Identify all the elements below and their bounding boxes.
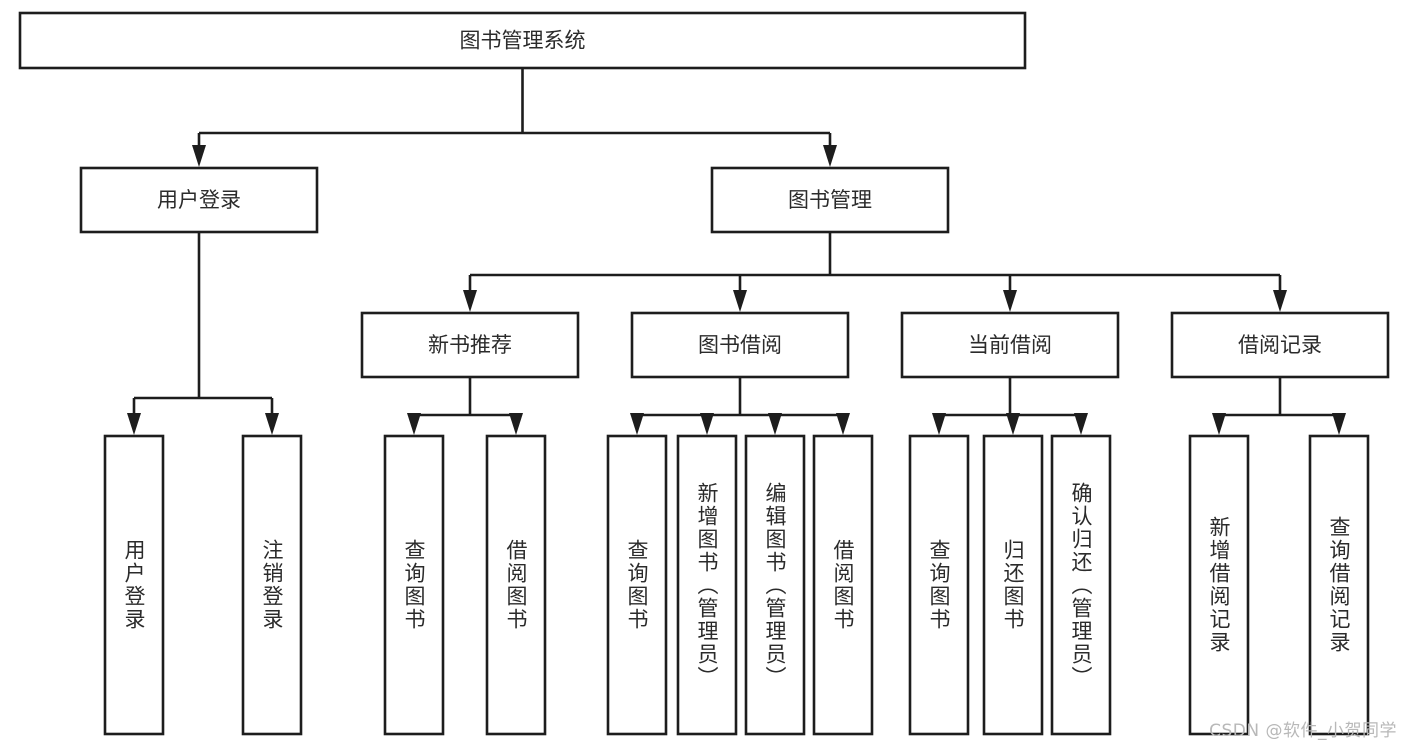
node-查询图书-leaf[interactable] (383, 434, 445, 736)
arrow-head-icon (127, 413, 141, 435)
node-新书推荐[interactable] (360, 311, 580, 379)
node-图书借阅[interactable] (630, 311, 850, 379)
arrow-head-icon (1273, 290, 1287, 312)
arrow-head-icon (836, 413, 850, 435)
node-新增图书管理员-leaf[interactable] (676, 434, 738, 736)
node-编辑图书管理员-leaf[interactable] (744, 434, 806, 736)
level2-node-label: 用户登录 (157, 188, 241, 212)
level2-node-label: 图书管理 (788, 188, 872, 212)
level3-node-label: 新书推荐 (428, 333, 512, 357)
arrow-head-icon (630, 413, 644, 435)
node-借阅图书-leaf[interactable] (812, 434, 874, 736)
node-确认归还管理员-leaf[interactable] (1050, 434, 1112, 736)
arrow-head-icon (463, 290, 477, 312)
arrow-head-icon (1332, 413, 1346, 435)
arrow-head-icon (1212, 413, 1226, 435)
node-借阅记录[interactable] (1170, 311, 1390, 379)
watermark-text: CSDN @软件_小贺同学 (1209, 721, 1397, 741)
node-注销登录-leaf[interactable] (241, 434, 303, 736)
node-查询图书-leaf[interactable] (606, 434, 668, 736)
node-查询图书-leaf[interactable] (908, 434, 970, 736)
arrow-head-icon (1074, 413, 1088, 435)
node-查询借阅记录-leaf[interactable] (1308, 434, 1370, 736)
arrow-head-icon (509, 413, 523, 435)
arrow-head-icon (932, 413, 946, 435)
node-boxes (18, 11, 1390, 736)
node-归还图书-leaf[interactable] (982, 434, 1044, 736)
level3-node-label: 当前借阅 (968, 333, 1052, 357)
level3-node-label: 图书借阅 (698, 333, 782, 357)
node-用户登录-leaf[interactable] (103, 434, 165, 736)
connector-lines (127, 68, 1346, 435)
node-用户登录[interactable] (79, 166, 319, 234)
arrow-head-icon (265, 413, 279, 435)
arrow-head-icon (823, 145, 837, 167)
node-当前借阅[interactable] (900, 311, 1120, 379)
level3-node-label: 借阅记录 (1238, 333, 1322, 357)
arrow-head-icon (1006, 413, 1020, 435)
arrow-head-icon (1003, 290, 1017, 312)
arrow-head-icon (768, 413, 782, 435)
root-node-label: 图书管理系统 (460, 29, 586, 53)
arrow-head-icon (407, 413, 421, 435)
arrow-head-icon (733, 290, 747, 312)
arrow-head-icon (700, 413, 714, 435)
node-图书管理[interactable] (710, 166, 950, 234)
arrow-head-icon (192, 145, 206, 167)
node-新增借阅记录-leaf[interactable] (1188, 434, 1250, 736)
node-图书管理系统[interactable] (18, 11, 1027, 70)
node-借阅图书-leaf[interactable] (485, 434, 547, 736)
